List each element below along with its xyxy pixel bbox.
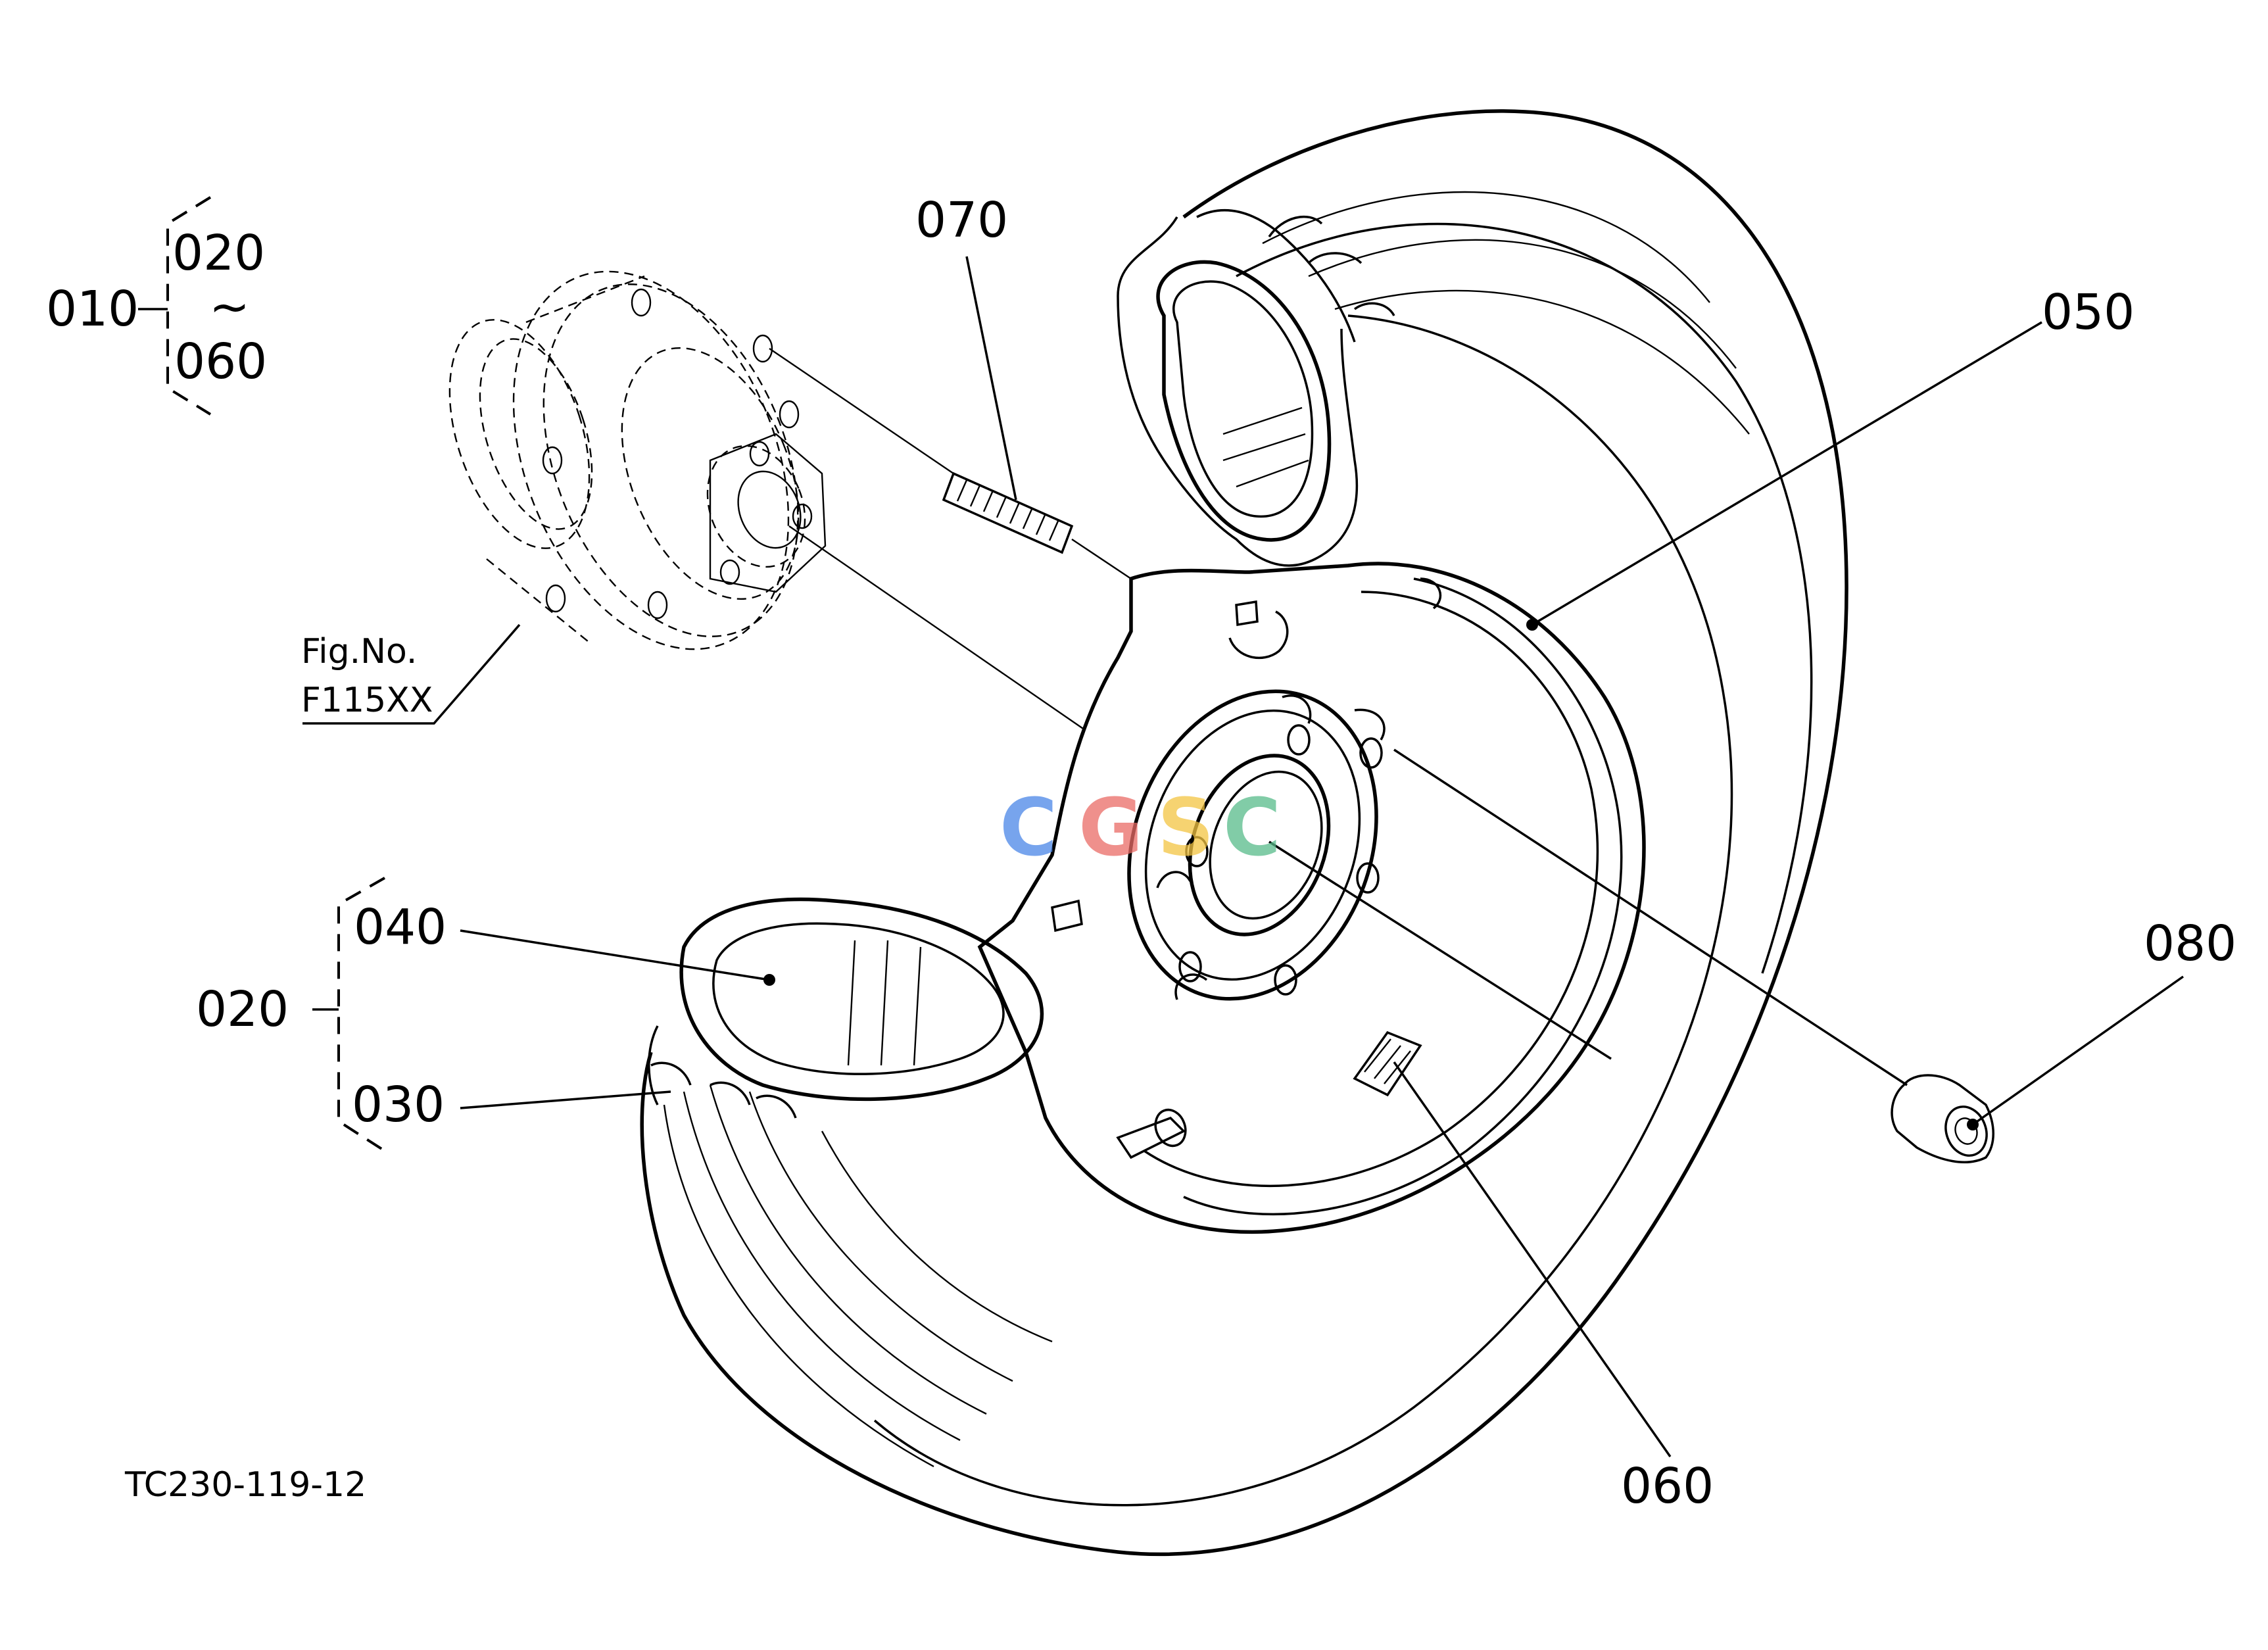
tire [640,109,1848,1557]
wheel-disc [977,562,1646,1234]
hub-reference-part [448,270,827,650]
leader-lines [302,256,2184,1458]
fig-number-label: Fig.No. [301,632,417,671]
watermark-letter: G [1078,783,1144,874]
watermark-letter: C [1223,783,1281,874]
watermark-letter: S [1157,783,1214,874]
label-range-tilde: ~ [209,279,250,335]
fig-number-value: F115XX [301,681,433,720]
label-020: 020 [196,981,289,1038]
label-080: 080 [2144,915,2236,972]
label-020-range-start: 020 [172,225,265,281]
label-050: 050 [2042,284,2135,341]
label-070: 070 [915,192,1008,249]
stud-bolt [769,348,1132,579]
hex-nut [1891,1074,1994,1163]
bracket-020 [312,877,386,1152]
watermark-cgsc: C G S C [1000,783,1281,874]
drawing-code: TC230-119-12 [124,1465,366,1505]
watermark-letter: C [1000,783,1057,874]
label-030: 030 [352,1077,445,1133]
bracket-010 [138,196,212,416]
label-060: 060 [1621,1458,1714,1515]
label-060-range-end: 060 [174,333,267,390]
label-040: 040 [354,899,446,956]
callout-labels: 010 020 ~ 060 070 050 080 040 020 030 06… [46,192,2236,1515]
label-010: 010 [46,281,139,337]
